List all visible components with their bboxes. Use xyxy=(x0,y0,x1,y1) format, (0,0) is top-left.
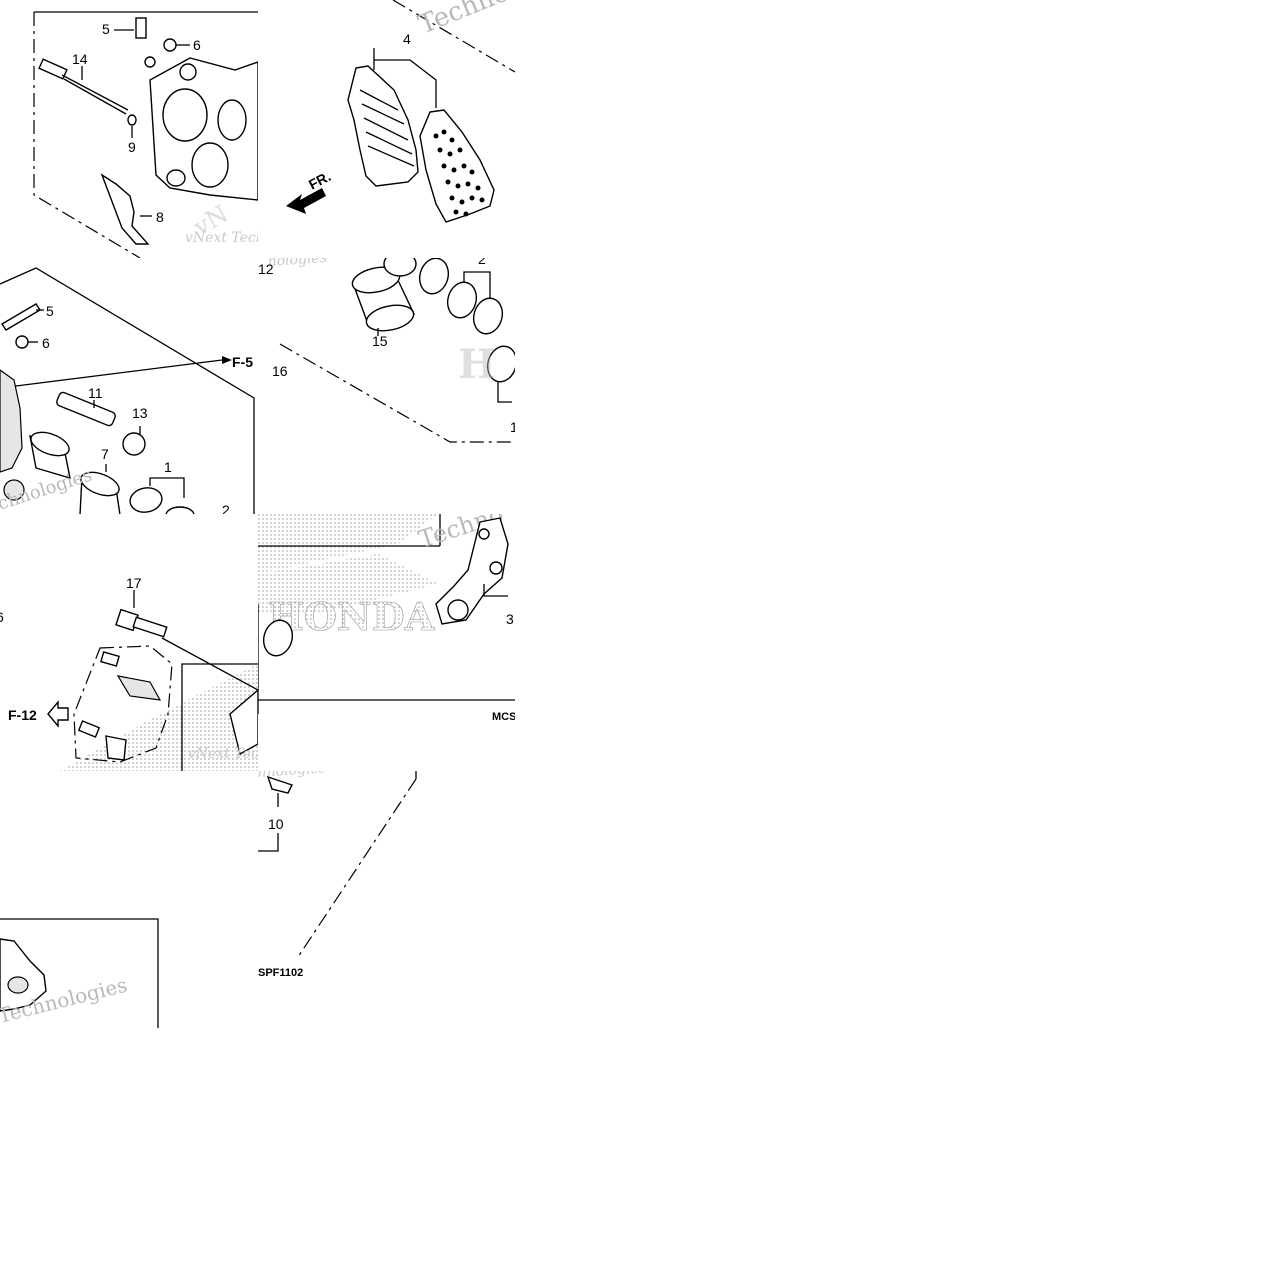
svg-text:hnologies: hnologies xyxy=(258,771,326,781)
label-13: 13 xyxy=(132,405,148,421)
label-2b: 2 xyxy=(222,502,230,515)
pad-spring-8 xyxy=(100,173,150,245)
label-16: 16 xyxy=(272,363,288,379)
ref-f12-arrow xyxy=(47,700,69,728)
caliper-bracket-3 xyxy=(435,517,509,625)
label-8: 8 xyxy=(156,209,164,225)
spring-clip-10 xyxy=(266,775,293,794)
label-3: 3 xyxy=(506,611,514,627)
svg-text:nologies: nologies xyxy=(267,258,327,270)
label-10: 10 xyxy=(268,816,284,832)
piston-15 xyxy=(351,266,416,332)
svg-text:6: 6 xyxy=(0,609,4,625)
label-17: 17 xyxy=(126,575,142,591)
piston-7 xyxy=(29,431,121,515)
bolt-14 xyxy=(38,58,129,115)
label-7: 7 xyxy=(101,446,109,462)
label-12: 12 xyxy=(258,261,274,277)
watermark-vnext-2: vNext Technologies xyxy=(188,746,258,762)
caliper-body-partial xyxy=(0,369,23,473)
banjo-fitting xyxy=(3,479,25,501)
brake-pad-outer xyxy=(419,109,495,223)
watermark-vnext: vNext Technologies xyxy=(185,230,258,246)
tile-brake-pads: Technologies 4 xyxy=(258,0,515,258)
tile-caliper-fragment: Technologies xyxy=(0,905,160,1028)
bleeder-valve-5 xyxy=(135,17,147,39)
front-direction-arrow xyxy=(286,188,326,214)
slide-pin-11 xyxy=(56,391,116,427)
code-mcs: MCS xyxy=(492,711,515,723)
label-6: 6 xyxy=(193,37,201,53)
ref-f12: F-12 xyxy=(8,707,37,723)
brake-pad-inner xyxy=(347,65,419,187)
label-5: 5 xyxy=(102,21,110,37)
washer-9 xyxy=(127,114,137,126)
label-1b: 1 xyxy=(510,419,515,435)
label-1: 1 xyxy=(164,459,172,475)
cap-6b xyxy=(15,335,29,349)
caliper-body xyxy=(149,57,258,201)
tile-bracket: HONDA Techno 3 MCS xyxy=(258,514,515,771)
label-4: 4 xyxy=(403,31,411,47)
svg-text:H: H xyxy=(458,341,496,388)
boot-13 xyxy=(122,432,146,456)
label-11: 11 xyxy=(88,385,103,401)
label-6b: 6 xyxy=(42,335,50,351)
piston-seal-lower xyxy=(262,619,294,657)
tile-spring-clip: hnologies 10 SPF1102 xyxy=(258,771,418,986)
piston-seal-1 xyxy=(129,487,195,515)
label-5b: 5 xyxy=(46,303,54,319)
piston-seal-set xyxy=(383,258,515,383)
tile-mounting-bolt: F-12 vNext Technologies 17 6 xyxy=(0,514,258,771)
label-2: 2 xyxy=(478,258,486,267)
tile-piston-seals: nologies H 12 2 15 16 1 xyxy=(258,258,515,514)
cap-6 xyxy=(163,38,177,52)
watermark-honda: HONDA xyxy=(268,594,435,639)
label-14: 14 xyxy=(72,51,88,67)
label-fr: FR. xyxy=(306,168,333,193)
bracket xyxy=(116,675,162,701)
label-9: 9 xyxy=(128,139,136,155)
tile-caliper-body: 5 6 14 9 8 vNext Technologies vN xyxy=(0,0,258,258)
caliper-body-fragment xyxy=(0,938,47,1012)
ref-f5: F-5 xyxy=(232,354,253,370)
label-15: 15 xyxy=(372,333,388,349)
mounting-bolt-17 xyxy=(115,608,168,638)
watermark-techno: Technologies xyxy=(414,0,515,40)
tile-caliper-pistons: F-5 xyxy=(0,258,258,515)
code-spf: SPF1102 xyxy=(258,967,303,979)
bleeder-valve-5b xyxy=(1,303,41,331)
